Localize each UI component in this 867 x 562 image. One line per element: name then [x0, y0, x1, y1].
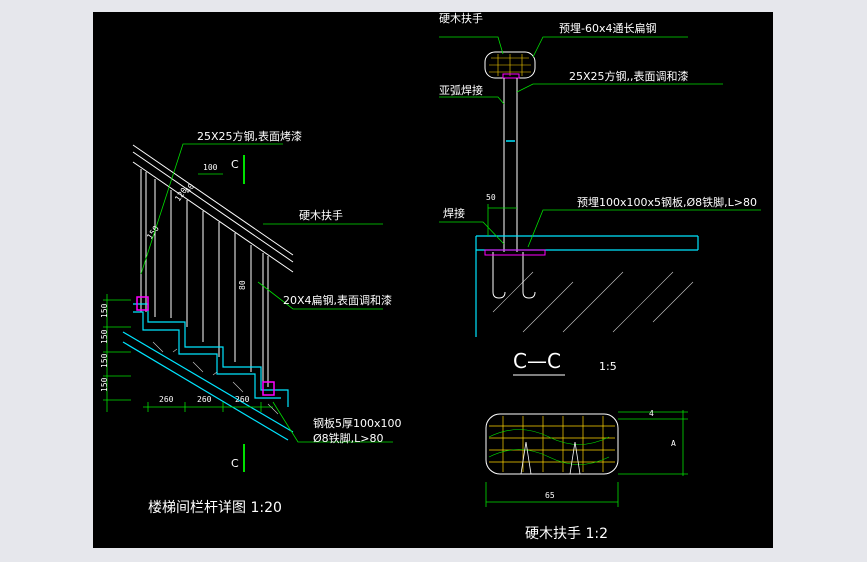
cc-label-wood-handrail: 硬木扶手 — [439, 12, 483, 25]
dim-step-150: 150 — [100, 303, 109, 318]
cc-embedded-plate — [484, 249, 546, 256]
left-leaders — [140, 143, 393, 443]
dim-step-150-b: 150 — [100, 329, 109, 344]
section-mark-top: C — [231, 158, 239, 171]
stair-railing-detail: 150 150 150 150 260 260 260 100 120 40 1… — [100, 129, 402, 516]
handrail-dims — [485, 410, 688, 507]
cc-post — [503, 78, 518, 252]
handrail-top-lines — [132, 144, 294, 256]
label-flat-steel: 20X4扁钢,表面调和漆 — [283, 293, 392, 307]
dim-150: 150 — [145, 224, 161, 241]
drawing-sheet: 150 150 150 150 260 260 260 100 120 40 1… — [93, 12, 773, 548]
embedded-plate-upper — [136, 296, 149, 311]
cc-section-scale: 1:5 — [599, 360, 617, 373]
dim-step-150-c: 150 — [100, 353, 109, 368]
cc-section-title: C—C — [513, 349, 561, 373]
handrail-dim-small: 4 — [649, 409, 654, 418]
cc-label-embedded-plate: 预埋100x100x5钢板,Ø8铁脚,L>80 — [577, 195, 757, 209]
cc-label-weld: 焊接 — [443, 206, 465, 220]
label-plate-line1: 钢板5厚100x100 — [313, 416, 402, 430]
handrail-dim-height: A — [671, 439, 676, 448]
handrail-profile — [485, 413, 619, 475]
step-dimension-column — [103, 294, 131, 412]
handrail-slope-lines — [132, 151, 294, 273]
label-wood-handrail-left: 硬木扶手 — [299, 208, 343, 222]
stair-profile — [122, 303, 294, 441]
cc-handrail-hatch — [489, 54, 531, 76]
section-mark-bottom: C — [231, 457, 239, 470]
embedded-plate-lower — [262, 381, 275, 396]
cc-label-arc-weld: 亚弧焊接 — [439, 83, 483, 97]
dim-step-150-d: 150 — [100, 377, 109, 392]
dim-top-100: 100 — [203, 163, 218, 172]
handrail-detail-title: 硬木扶手 1:2 — [525, 526, 608, 542]
handrail-dim-width: 65 — [545, 491, 555, 500]
cc-slab — [475, 235, 699, 337]
label-plate-line2: Ø8铁脚,L>80 — [313, 431, 384, 445]
tread-dimension-line — [143, 402, 273, 412]
dim-tread-260-a: 260 — [159, 395, 174, 404]
cad-drawing: 150 150 150 150 260 260 260 100 120 40 1… — [100, 12, 761, 542]
handrail-detail: 65 A 4 硬木扶手 1:2 — [485, 409, 688, 542]
handrail-grain — [489, 416, 615, 472]
section-cc-detail: 50 硬木扶手 预埋-60x4通长扁钢 25X25方钢,,表面调和漆 亚弧焊接 … — [439, 12, 761, 376]
cc-embedded-flat — [502, 73, 520, 79]
handrail-wood-curves — [488, 429, 610, 465]
label-square-steel-baked: 25X25方钢,表面烤漆 — [197, 129, 302, 143]
dim-tread-260-b: 260 — [197, 395, 212, 404]
stair-hatch — [152, 341, 279, 415]
cc-anchor-feet — [492, 252, 536, 299]
cc-label-embedded-flat: 预埋-60x4通长扁钢 — [559, 22, 656, 35]
cc-leaders — [439, 36, 761, 248]
cc-dim-50-text: 50 — [486, 193, 496, 202]
cc-dim-50 — [487, 204, 517, 236]
balusters — [140, 169, 269, 387]
left-detail-title: 楼梯间栏杆详图 1:20 — [148, 500, 282, 516]
cc-label-square-steel: 25X25方钢,,表面调和漆 — [569, 69, 689, 83]
dim-tread-260-c: 260 — [235, 395, 250, 404]
cc-slab-hatch — [492, 271, 694, 333]
handrail-anchors — [520, 441, 581, 475]
dim-80: 80 — [238, 280, 247, 290]
